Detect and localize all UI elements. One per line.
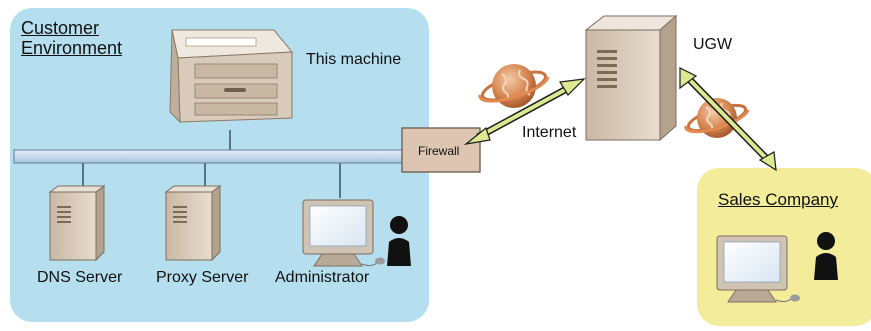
monitor-icon — [716, 235, 800, 303]
proxy-server-label: Proxy Server — [156, 269, 249, 286]
globe-icon — [684, 98, 750, 138]
internet-label: Internet — [522, 124, 577, 141]
proxy-server-icon — [164, 185, 222, 262]
dns-server-label: DNS Server — [37, 269, 123, 286]
person-icon — [814, 232, 838, 280]
sales-company-title: Sales Company — [718, 190, 839, 209]
ugw-server-icon — [584, 14, 678, 142]
administrator-label: Administrator — [275, 269, 370, 286]
monitor-icon — [302, 199, 385, 267]
link-arrow-ugw-sales — [679, 67, 777, 172]
this-machine-label: This machine — [306, 51, 402, 68]
customer-environment-title: Customer Environment — [21, 18, 123, 58]
ugw-label: UGW — [693, 36, 733, 53]
link-arrow-firewall-ugw — [463, 78, 586, 145]
person-icon — [387, 216, 411, 266]
globe-icon — [478, 64, 550, 108]
printer-icon — [169, 29, 294, 124]
firewall-box — [401, 127, 481, 173]
network-bus — [13, 149, 407, 164]
dns-server-icon — [48, 185, 106, 262]
firewall-label: Firewall — [418, 144, 460, 158]
